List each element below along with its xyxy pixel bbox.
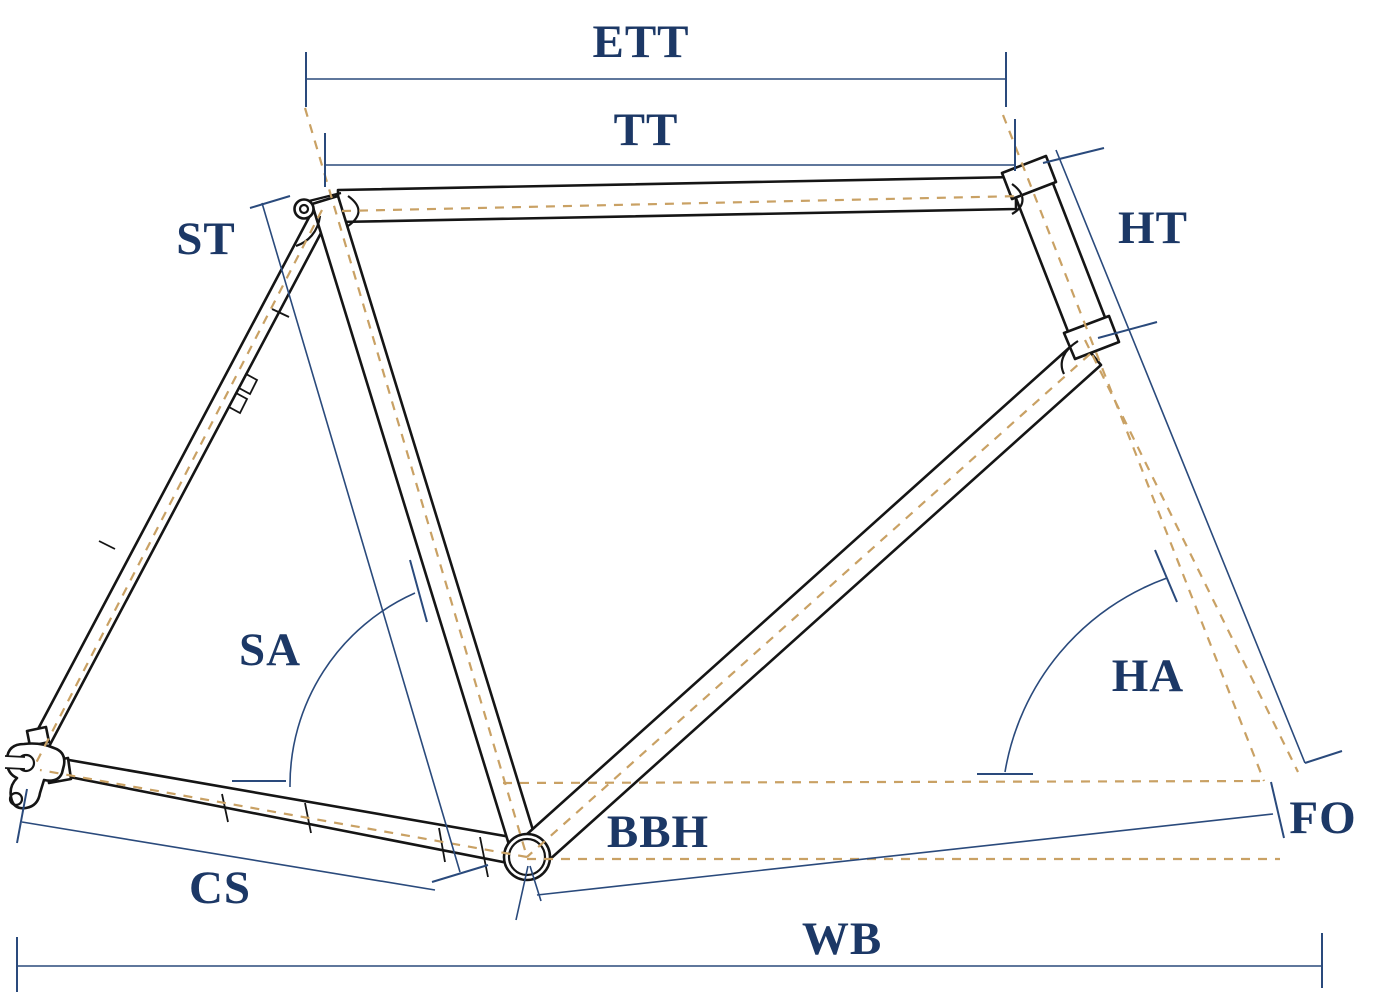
seat-tube — [310, 194, 542, 863]
axle-height-line — [502, 779, 1265, 785]
dimension-ha — [977, 549, 1178, 775]
label-st: ST — [176, 213, 236, 265]
head-tube-bottom-lug — [1062, 314, 1121, 361]
chain-stay-axis — [39, 768, 528, 859]
label-ht: HT — [1118, 202, 1188, 254]
head-lug-curve-bottom — [1060, 340, 1079, 375]
seat-stay-joint-mark — [271, 308, 290, 318]
label-ett: ETT — [592, 16, 689, 68]
dimension-lines — [16, 52, 1343, 992]
seat-lug-cap — [308, 191, 342, 203]
dimension-fo — [515, 781, 1285, 921]
tube-centerlines — [35, 107, 1299, 861]
seat-tube-axis — [303, 107, 529, 858]
label-ha: HA — [1112, 650, 1185, 702]
dimension-st — [249, 195, 489, 883]
chain-stay-mark-4 — [479, 836, 489, 878]
dimension-sa — [232, 559, 428, 788]
rear-dropout-body — [5, 742, 66, 810]
dimension-tt — [324, 119, 1016, 187]
seat-lug-curve — [347, 195, 360, 227]
label-fo: FO — [1289, 792, 1356, 844]
seat-binder-boss — [293, 198, 315, 220]
frame-drawing — [4, 154, 1121, 882]
rack-boss-lower — [227, 391, 249, 415]
head-lug-curve-top — [1011, 183, 1024, 215]
seat-stay-dropout-boss — [25, 725, 51, 748]
derailleur-hanger-hole — [8, 791, 24, 807]
dropout-slot-opening — [4, 756, 26, 769]
rack-boss-upper — [237, 372, 259, 396]
dimension-ht — [1042, 147, 1343, 764]
top-tube — [336, 175, 1018, 224]
down-tube-axis — [526, 353, 1091, 858]
steering-axis — [1001, 114, 1266, 782]
dimension-ett — [305, 52, 1007, 107]
label-tt: TT — [614, 104, 679, 156]
label-cs: CS — [189, 862, 251, 914]
label-sa: SA — [239, 624, 301, 676]
label-wb: WB — [802, 913, 882, 965]
dimension-cs — [16, 788, 436, 891]
dropout-slot-lips — [4, 755, 26, 770]
chain-stay-mark-1 — [221, 793, 229, 823]
bottom-bracket-bore — [507, 837, 547, 877]
chain-stay — [42, 754, 524, 867]
seat-stay-axis — [35, 209, 323, 764]
seat-lug-stay-curve — [295, 215, 322, 248]
labels: ETT TT HT ST SA HA BBH FO CS WB — [176, 16, 1356, 965]
fork-offset-axis — [1084, 339, 1299, 773]
label-bbh: BBH — [607, 806, 709, 858]
chain-stay-mark-3 — [438, 827, 446, 863]
dimension-wb — [16, 933, 1323, 992]
seat-binder-bolt — [298, 203, 310, 215]
seat-stay-joint-mark-lower — [98, 540, 116, 550]
top-tube-axis — [341, 194, 1023, 213]
